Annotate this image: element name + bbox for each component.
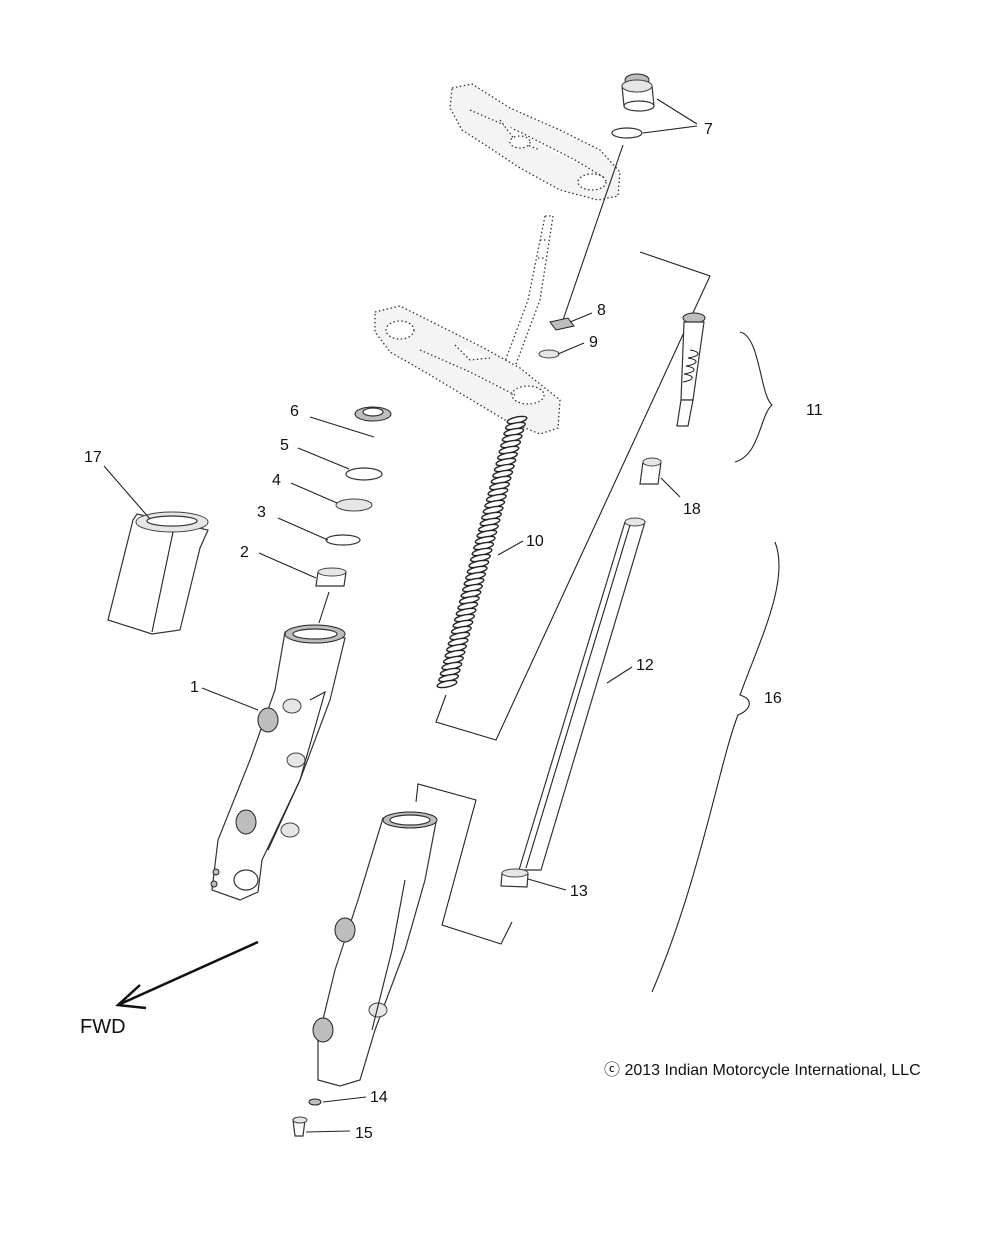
slider-bushing <box>315 567 347 587</box>
seal-washer <box>325 534 361 546</box>
lower-bracket-frame <box>415 783 513 945</box>
washer-part <box>538 349 560 359</box>
leader-line <box>322 1096 367 1103</box>
callout-16: 16 <box>764 690 782 707</box>
callout-10: 10 <box>526 533 544 550</box>
assembly-bracket-frame <box>435 251 711 741</box>
fork-boot <box>107 511 209 635</box>
brace-11 <box>734 331 773 463</box>
callout-7: 7 <box>704 121 713 138</box>
fork-cap-bolt <box>621 73 655 112</box>
leader-line <box>103 465 151 520</box>
oil-seal <box>335 498 373 512</box>
callout-11: 11 <box>806 402 823 419</box>
callout-1: 1 <box>190 679 199 696</box>
leader-line <box>290 482 338 504</box>
leader-line <box>527 878 567 891</box>
drain-bolt <box>292 1116 308 1137</box>
leader-line <box>318 591 330 624</box>
brace-16 <box>651 541 780 993</box>
lower-triple-clamp <box>374 305 561 435</box>
forward-direction-label: FWD <box>80 1016 126 1038</box>
leader-line <box>660 477 681 498</box>
screw-part <box>308 1098 322 1106</box>
nut-part <box>549 317 575 331</box>
callout-12: 12 <box>636 657 654 674</box>
callout-15: 15 <box>355 1125 373 1142</box>
leader-line <box>569 312 593 323</box>
copyright-notice: ⓒ 2013 Indian Motorcycle International, … <box>604 1061 921 1079</box>
fork-tube <box>518 517 646 871</box>
fork-slider-right <box>312 811 438 1087</box>
callout-6: 6 <box>290 403 299 420</box>
callout-3: 3 <box>257 504 266 521</box>
callout-8: 8 <box>597 302 606 319</box>
leader-line <box>309 416 375 438</box>
fork-spring <box>436 415 528 689</box>
callout-4: 4 <box>272 472 281 489</box>
leader-line <box>277 517 329 541</box>
callout-13: 13 <box>570 883 588 900</box>
leader-line <box>297 447 350 470</box>
leader-line <box>656 98 698 125</box>
leader-line <box>497 540 524 556</box>
leader-line <box>305 1130 351 1133</box>
steering-stem <box>497 215 554 381</box>
leader-line <box>562 144 624 321</box>
fork-slider-left <box>210 624 346 901</box>
callout-5: 5 <box>280 437 289 454</box>
leader-line <box>642 125 698 134</box>
callout-17: 17 <box>84 449 102 466</box>
leader-line <box>606 666 633 684</box>
callout-18: 18 <box>683 501 701 518</box>
damper-rod-assembly <box>676 312 706 427</box>
leader-line <box>258 552 317 579</box>
callout-9: 9 <box>589 334 598 351</box>
leader-line <box>201 687 259 711</box>
forward-arrow-icon <box>115 940 259 1010</box>
dust-seal <box>354 406 392 422</box>
leader-line <box>557 342 585 355</box>
bushing-part <box>639 457 662 485</box>
fork-cap-oring <box>611 127 643 139</box>
callout-2: 2 <box>240 544 249 561</box>
spring-coil <box>436 679 458 689</box>
seal-clip <box>345 467 383 481</box>
bottom-cap <box>500 868 529 888</box>
upper-triple-clamp <box>449 83 621 201</box>
callout-14: 14 <box>370 1089 388 1106</box>
